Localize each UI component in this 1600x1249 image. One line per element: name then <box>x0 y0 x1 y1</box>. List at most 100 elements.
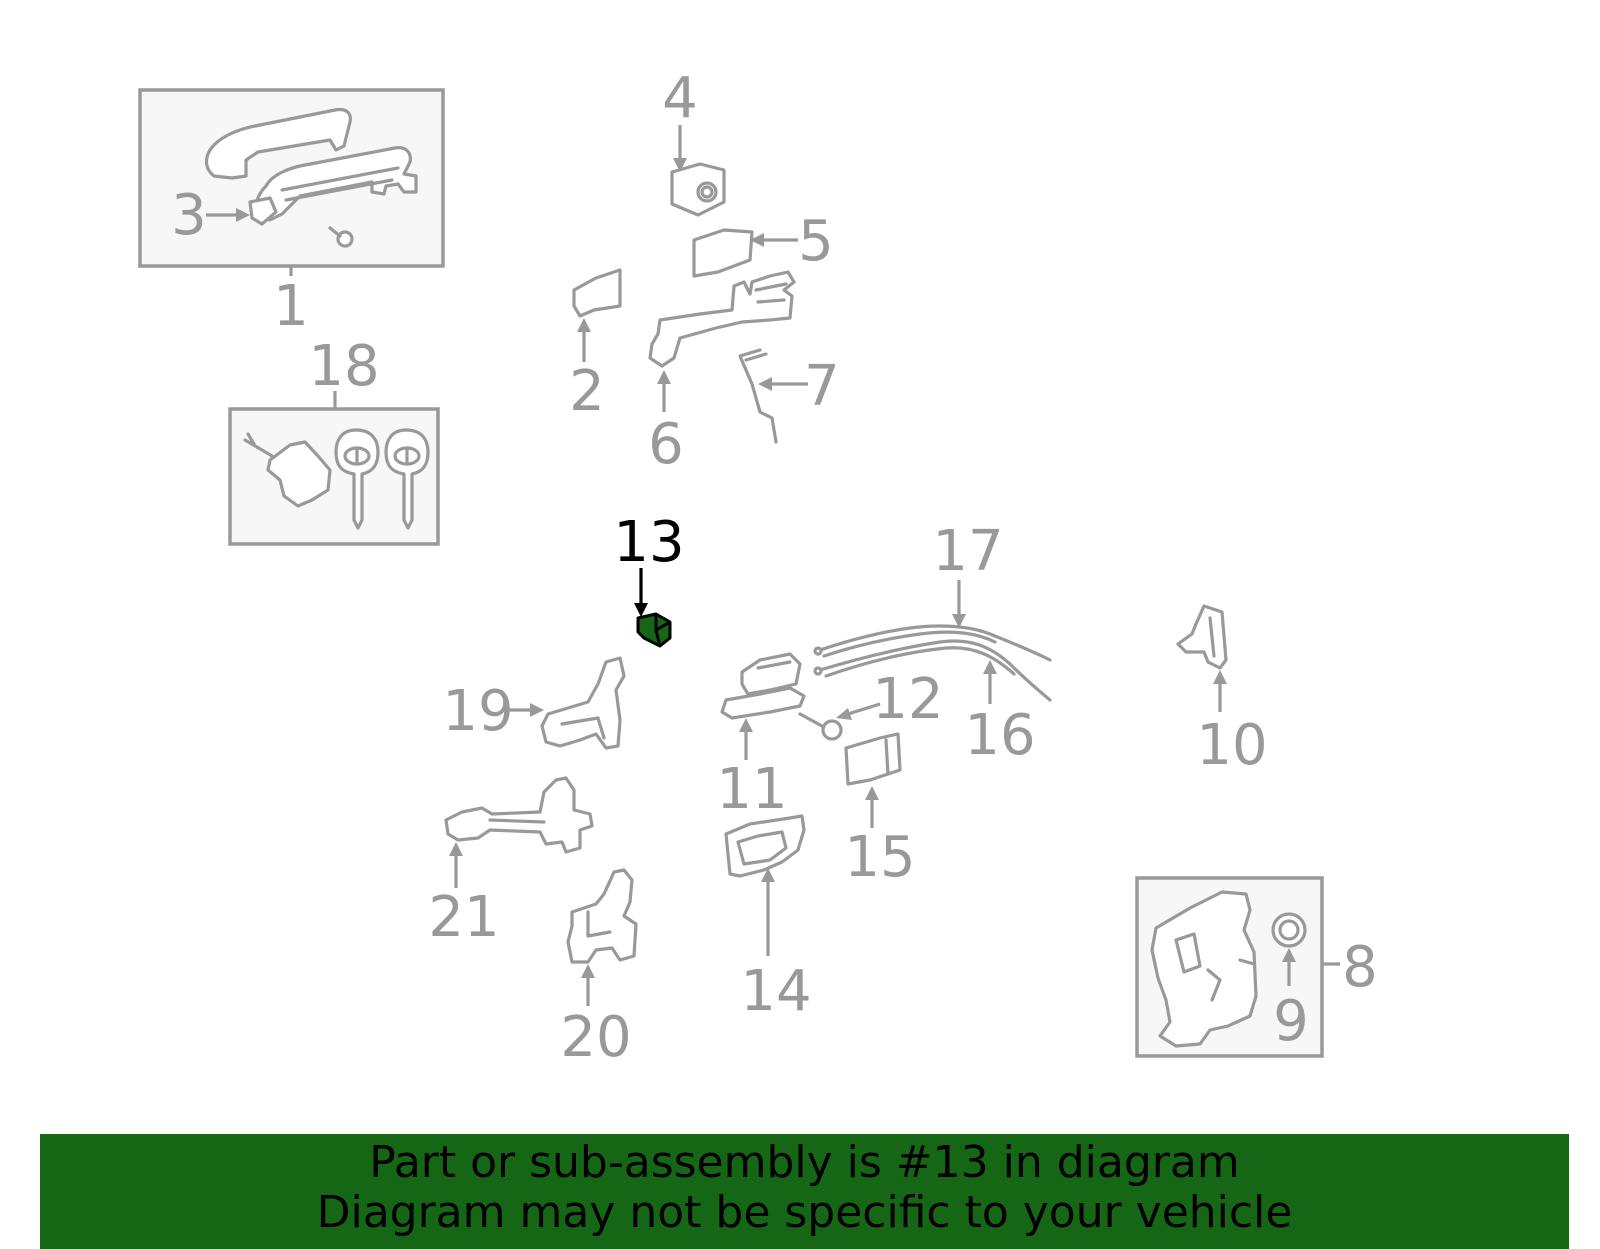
arrowhead-12 <box>836 708 852 720</box>
part-1-group[interactable] <box>138 88 445 276</box>
arrowhead-17 <box>952 614 966 628</box>
arrowhead-5 <box>750 233 764 247</box>
part-16-17-group[interactable] <box>813 580 1052 704</box>
part-15-bezel <box>844 732 902 786</box>
banner-line-1: Part or sub-assembly is #13 in diagram <box>369 1137 1240 1188</box>
callout-18[interactable]: 18 <box>308 334 379 399</box>
banner-line-2: Diagram may not be specific to your vehi… <box>316 1187 1293 1238</box>
part-8-group[interactable] <box>1135 876 1340 1058</box>
outer-handle-back <box>204 107 352 180</box>
part-17-cable <box>818 624 1052 662</box>
callout-14[interactable]: 14 <box>740 959 811 1024</box>
callout-10[interactable]: 10 <box>1196 713 1267 778</box>
part-4-hole <box>696 181 718 203</box>
part-19-group[interactable] <box>506 656 626 750</box>
part-12-group[interactable] <box>798 702 881 741</box>
part-20-group[interactable] <box>566 868 638 1006</box>
part-19-detail <box>560 716 606 740</box>
arrowhead-20 <box>581 964 595 978</box>
callout-8[interactable]: 8 <box>1342 935 1378 1000</box>
callout-3[interactable]: 3 <box>171 183 207 248</box>
part-15-group[interactable] <box>844 732 902 828</box>
part-14-handle <box>724 814 806 878</box>
part-21-arm <box>488 818 546 824</box>
part-13-highlighted <box>636 612 672 648</box>
callout-15[interactable]: 15 <box>844 825 915 890</box>
part-7-rod <box>738 348 778 444</box>
part-13-edges <box>654 614 671 647</box>
part-13-group[interactable] <box>634 568 672 648</box>
part-10-group[interactable] <box>1176 604 1228 712</box>
arrowhead-10 <box>1213 670 1227 684</box>
part-16-cable <box>818 639 1052 702</box>
leader-12 <box>847 702 881 716</box>
part-5-group[interactable] <box>692 228 798 278</box>
part-10-striker <box>1176 604 1228 670</box>
arrowhead-14 <box>761 868 775 882</box>
part-6-frame <box>648 270 796 368</box>
arrowhead-3 <box>236 208 250 222</box>
callout-12[interactable]: 12 <box>872 667 943 732</box>
part-4-group[interactable] <box>670 125 726 217</box>
arrowhead-15 <box>865 786 879 800</box>
part-20-hinge <box>566 868 638 964</box>
part-6-group[interactable] <box>648 270 796 412</box>
callout-9[interactable]: 9 <box>1273 989 1309 1054</box>
callout-16[interactable]: 16 <box>964 703 1035 768</box>
part-12-screw-head <box>821 719 843 741</box>
callout-7[interactable]: 7 <box>804 354 840 419</box>
part-4-hole-inner <box>700 185 714 199</box>
arrowhead-21 <box>449 842 463 856</box>
arrowhead-13 <box>634 603 648 617</box>
part-11-frame <box>720 686 806 720</box>
handle-grip-lines <box>280 166 400 202</box>
arrowhead-6 <box>657 370 671 384</box>
key-2 <box>384 428 430 530</box>
lock-rod <box>243 432 274 458</box>
callout-20[interactable]: 20 <box>560 1005 631 1070</box>
info-banner: Part or sub-assembly is #13 in diagram D… <box>40 1134 1569 1249</box>
arrowhead-11 <box>739 718 753 732</box>
part-5-pad <box>692 228 754 278</box>
part-12-screw-shank <box>798 712 824 728</box>
part-21-group[interactable] <box>444 776 594 888</box>
part-8-detail <box>1174 932 1256 1002</box>
part-2-group[interactable] <box>572 268 622 362</box>
part-2-pad <box>572 268 622 318</box>
callout-13[interactable]: 13 <box>613 510 684 575</box>
callout-5[interactable]: 5 <box>798 209 834 274</box>
arrowhead-19 <box>530 703 544 717</box>
callout-1[interactable]: 1 <box>273 274 309 339</box>
callout-2[interactable]: 2 <box>569 359 605 424</box>
callout-17[interactable]: 17 <box>932 519 1003 584</box>
part-17-cable-b <box>822 630 997 658</box>
part-21-check <box>444 776 594 854</box>
arrowhead-16 <box>983 660 997 674</box>
arrowhead-4 <box>673 158 687 172</box>
part-11-group[interactable] <box>720 652 806 760</box>
cable-end-1 <box>813 646 823 656</box>
part-14-group[interactable] <box>724 814 806 956</box>
callout-21[interactable]: 21 <box>428 885 499 950</box>
part-7-group[interactable] <box>738 348 808 444</box>
arrowhead-9 <box>1282 948 1296 962</box>
part-9-grommet <box>1271 912 1307 948</box>
callout-11[interactable]: 11 <box>716 757 787 822</box>
part-15-detail <box>884 738 890 776</box>
callout-6[interactable]: 6 <box>648 412 684 477</box>
part-18-group[interactable] <box>228 391 440 546</box>
part-10-detail <box>1208 616 1216 658</box>
cable-end-2 <box>813 666 823 676</box>
part-8-latch <box>1150 890 1258 1048</box>
callout-4[interactable]: 4 <box>662 66 698 131</box>
part-7-rod-end <box>744 352 768 362</box>
callout-19[interactable]: 19 <box>442 679 513 744</box>
part-9-grommet-hole <box>1278 919 1300 941</box>
handle-screw-shank <box>328 226 342 238</box>
part-11-detail <box>756 660 792 670</box>
part-20-detail <box>586 910 612 938</box>
part-6-detail <box>754 282 788 304</box>
part-16-cable-b <box>824 646 1016 678</box>
arrowhead-7 <box>758 377 772 391</box>
